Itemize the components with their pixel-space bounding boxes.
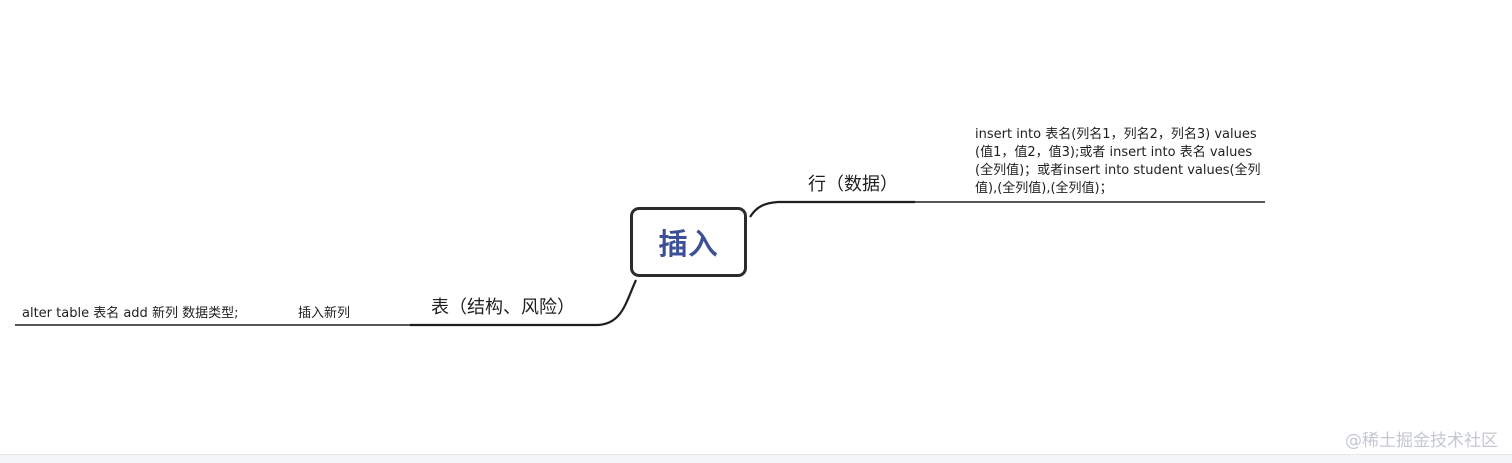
topic-rows-data[interactable]: 行（数据） bbox=[808, 174, 898, 195]
topic-table-structure[interactable]: 表（结构、风险） bbox=[431, 297, 575, 318]
root-node-label: 插入 bbox=[658, 227, 719, 261]
connector-root-to-table bbox=[410, 279, 638, 327]
watermark: @稀土掘金技术社区 bbox=[1345, 431, 1498, 451]
topic-add-new-column[interactable]: 插入新列 bbox=[298, 306, 351, 321]
connector-root-to-rows bbox=[749, 200, 915, 218]
bottom-strip bbox=[0, 454, 1512, 463]
topic-alter-table-sql[interactable]: alter table 表名 add 新列 数据类型; bbox=[22, 306, 239, 321]
topic-insert-sql[interactable]: insert into 表名(列名1，列名2，列名3) values(值1，值2… bbox=[975, 127, 1261, 196]
root-node[interactable]: 插入 bbox=[630, 207, 747, 277]
